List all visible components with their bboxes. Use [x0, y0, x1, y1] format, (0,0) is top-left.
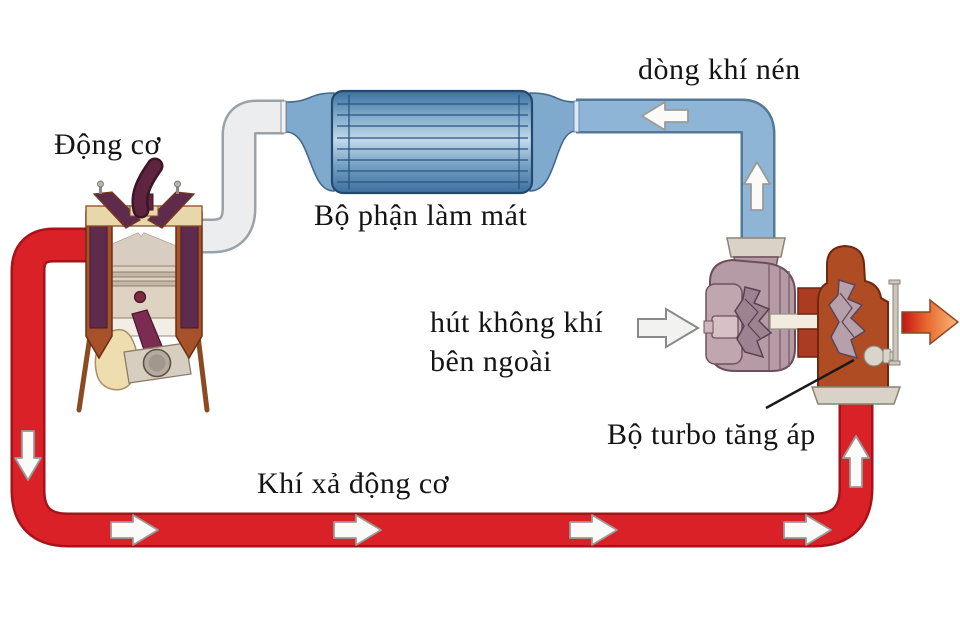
water-jacket-right: [180, 223, 199, 329]
water-jacket-left: [89, 223, 108, 329]
outside-air-label-line2: bên ngoài: [430, 345, 552, 378]
outside-air-label: hút không khí bên ngoài: [430, 303, 603, 381]
exhaust-up-arrow: [842, 435, 870, 488]
intercooler-left-funnel: [285, 92, 335, 192]
head-stud-right: [176, 186, 179, 194]
exhaust-right-arrow-2: [333, 514, 382, 546]
shaft-nut: [711, 315, 739, 339]
turbocharger-label: Bộ turbo tăng áp: [607, 418, 816, 451]
engine-leg-left: [76, 333, 93, 413]
turbo-label-pointer-line: [765, 358, 855, 410]
exhaust-right-arrow-1: [110, 514, 159, 546]
compressed-air-left-arrow: [641, 101, 689, 131]
engine-leg-right: [195, 333, 210, 413]
intercooler-right-funnel: [529, 92, 577, 192]
outside-air-label-line1: hút không khí: [430, 306, 604, 339]
pipe-joint-right: [573, 100, 580, 133]
wastegate-actuator: [863, 345, 895, 367]
intercooler-label: Bộ phận làm mát: [314, 199, 528, 232]
wrist-pin: [133, 290, 147, 304]
exhaust-right-arrow-3: [569, 514, 618, 546]
pipe-joint-left: [280, 100, 287, 134]
valve-gear-right: [146, 191, 196, 229]
compressed-air-label: dòng khí nén: [638, 53, 801, 86]
turbo-bottom-flange: [810, 386, 902, 405]
engine-label: Động cơ: [54, 128, 161, 161]
intercooler-illustration: [280, 89, 580, 195]
compressed-air-pipe: [576, 98, 776, 240]
cooled-air-pipe: [202, 99, 284, 254]
exhaust-pipe: [10, 227, 874, 548]
exhaust-down-arrow: [14, 430, 42, 481]
exhaust-gas-label: Khí xả động cơ: [257, 467, 449, 500]
compressed-air-up-arrow: [743, 161, 771, 211]
turbo-top-flange: [726, 237, 786, 258]
exhaust-right-arrow-4: [783, 514, 832, 546]
combustion-chamber: [108, 233, 176, 266]
piston-ring-1: [109, 271, 177, 278]
intercooler-core: [330, 89, 534, 195]
engine-illustration: [76, 157, 210, 413]
turbocharger-illustration: [637, 237, 960, 410]
piston-ring-2: [109, 280, 177, 287]
valve-gear-left: [92, 191, 142, 229]
turbine-wheel: [828, 279, 867, 360]
compressor-wheel: [734, 286, 773, 359]
head-stud-left: [99, 186, 102, 194]
exhaust-outlet-arrow: [901, 298, 960, 346]
outside-air-intake-arrow: [637, 307, 700, 349]
turbine-bracket: [888, 279, 901, 366]
